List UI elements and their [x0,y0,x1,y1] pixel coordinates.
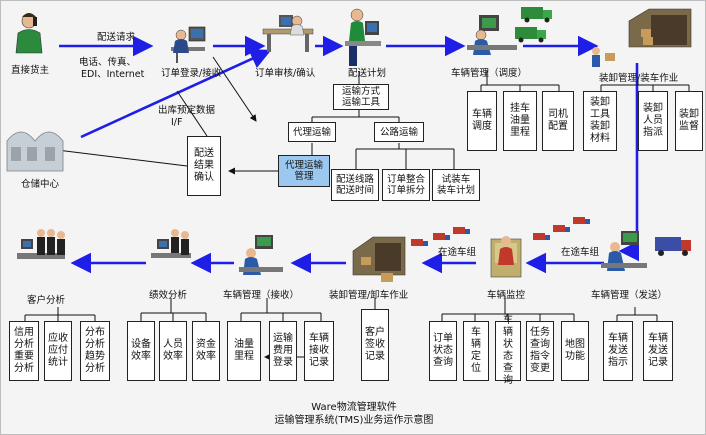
box-equipment-efficiency: 设备效率 [127,321,155,381]
shipper-person-icon [15,13,43,54]
label-in-transit-2: 在途车组 [561,247,600,258]
node-vehicle-send: 车辆管理（发送） [591,290,668,301]
box-agent-transport-mgmt-text: 代理运输 管理 [284,160,323,182]
truck-fleet-icon [515,7,552,43]
box-vehicle-status: 车辆状态查询 [495,315,521,386]
vehicle-dispatch-icon [467,15,517,55]
customer-team-icon [17,229,65,259]
label-outbound-data: 出库预定数据 [158,105,216,116]
box-map-function: 地图功能 [561,321,589,381]
in-transit-truck-right-icon [533,217,590,240]
vehicle-receive-icon [239,235,283,275]
vehicle-send-icon [601,231,691,271]
dispatch-plan-icon [345,8,381,66]
label-in-transit-1: 在途车组 [438,247,477,258]
node-performance: 绩效分析 [149,290,188,301]
vehicle-monitor-icon [490,236,522,278]
box-agent-transport-mgmt: 代理运输 管理 [278,155,330,187]
node-vehicle-receive: 车辆管理（接收） [223,290,300,301]
tree-lines [24,56,690,361]
performance-team-icon [151,229,191,258]
box-credit-analysis: 信用分析重要分析 [9,321,39,381]
box-trailer-fuel: 挂车油量里程 [503,91,537,151]
label-channels-2: EDI、Internet [81,69,145,80]
node-delivery-plan: 配送计划 [348,68,387,79]
box-receivable-stats: 应收应付统计 [44,321,72,381]
in-transit-truck-mid-icon [411,227,470,246]
node-order-entry: 订单登录/接收 [161,68,222,79]
box-vehicle-receive-record: 车辆接收记录 [304,321,334,381]
footer-software: Ware物流管理软件 [311,402,397,413]
box-send-instruction: 车辆发送指示 [603,321,633,381]
loading-dock-icon-top [592,8,692,67]
box-loading-supervision: 装卸监督 [675,91,703,151]
box-vehicle-dispatch: 车辆调度 [467,91,497,151]
box-delivery-result: 配送结果确认 [187,136,221,196]
box-order-consolidation-text: 订单整合 订单拆分 [386,174,425,196]
box-loading-staff: 装卸人员指派 [638,91,668,151]
node-vehicle-monitor: 车辆监控 [487,290,526,301]
box-road-transport: 公路运输 [374,122,424,142]
box-vehicle-locate: 车辆定位 [463,321,489,381]
box-transport-mode: 运输方式 运输工具 [333,84,389,110]
order-clerk-icon [171,26,206,63]
node-unloading-work: 装卸管理/卸车作业 [329,290,409,301]
box-transport-cost: 运输费用登录 [269,321,297,381]
node-warehouse: 仓储中心 [21,179,60,190]
footer-caption: 运输管理系统(TMS)业务运作示意图 [274,415,434,426]
box-loading-plan-text: 试装车 装车计划 [436,174,475,196]
box-transport-mode-text: 运输方式 运输工具 [341,86,380,108]
node-loading-work: 装卸管理/装车作业 [599,73,679,84]
box-fuel-mileage: 油量里程 [227,321,261,381]
label-delivery-request: 配送请求 [97,32,136,43]
warehouse-icon [6,131,64,172]
box-route-time: 配送线路 配送时间 [331,169,379,201]
node-vehicle-dispatch: 车辆管理（调度） [451,68,528,79]
audit-desk-icon [262,15,314,52]
main-flow-lines [59,35,640,274]
box-loading-plan: 试装车 装车计划 [432,169,480,201]
box-send-record: 车辆发送记录 [643,321,673,381]
node-customer-analysis: 客户分析 [27,295,66,306]
box-driver-assign: 司机配置 [542,91,574,151]
label-channels-1: 电话、传真、 [79,57,137,68]
box-staff-efficiency: 人员效率 [159,321,187,381]
box-agent-transport: 代理运输 [288,122,336,142]
box-task-query: 任务查询指令变更 [526,321,554,381]
box-distribution-trend: 分布分析趋势分析 [80,321,110,381]
box-route-time-text: 配送线路 配送时间 [335,174,374,196]
box-capital-efficiency: 资金效率 [192,321,220,381]
box-loading-tools: 装卸工具装卸材料 [583,91,617,151]
node-direct-shipper: 直接货主 [11,65,50,76]
unloading-dock-icon [352,236,406,282]
box-customer-receipt: 客户签收记录 [361,309,389,381]
label-if: I/F [171,117,183,128]
box-order-consolidation: 订单整合 订单拆分 [382,169,430,201]
node-order-audit: 订单审核/确认 [255,68,316,79]
box-order-status: 订单状态查询 [429,321,457,381]
